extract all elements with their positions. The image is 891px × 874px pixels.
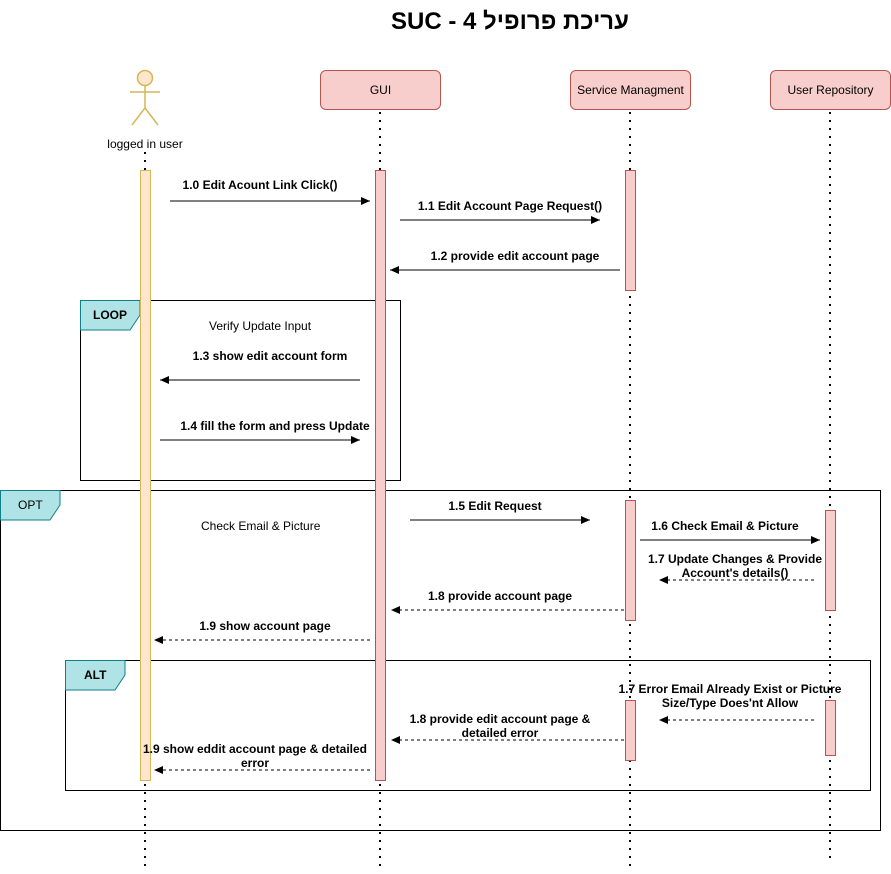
participant-repo: User Repository (770, 70, 891, 110)
message-1-0: 1.0 Edit Acount Link Click() (182, 178, 338, 192)
activation-service-1 (625, 170, 636, 291)
participant-service: Service Managment (570, 70, 691, 110)
activation-service-2 (625, 500, 636, 621)
message-1-8-error: 1.8 provide edit account page & detailed… (390, 712, 610, 740)
message-1-7-line1: 1.7 Update Changes & Provide (647, 552, 823, 566)
message-1-9-error-line1: 1.9 show eddit account page & detailed (142, 742, 368, 756)
participant-service-label: Service Managment (577, 83, 684, 97)
message-1-7-line2: Account's details() (681, 566, 789, 580)
message-1-2: 1.2 provide edit account page (430, 249, 600, 263)
activation-repo-2 (825, 700, 836, 756)
message-1-9-error: 1.9 show eddit account page & detailed e… (135, 742, 375, 770)
diagram-title: SUC - 4 עריכת פרופיל (391, 8, 629, 35)
message-1-1: 1.1 Edit Account Page Request() (417, 199, 603, 213)
opt-frame (0, 490, 881, 831)
message-1-3: 1.3 show edit account form (192, 349, 348, 363)
actor-icon (130, 69, 160, 126)
loop-frame-note: Verify Update Input (209, 319, 312, 333)
message-1-7-error-line2: Size/Type Does'nt Allow (661, 696, 799, 710)
participant-gui-label: GUI (369, 83, 392, 97)
message-1-4: 1.4 fill the form and press Update (180, 419, 370, 433)
message-1-8-error-line1: 1.8 provide edit account page & (409, 712, 591, 726)
message-1-9-error-line2: error (240, 756, 269, 770)
message-1-6: 1.6 Check Email & Picture (651, 519, 799, 533)
participant-gui: GUI (320, 70, 441, 110)
loop-frame-tag: LOOP (93, 308, 128, 322)
opt-frame-note: Check Email & Picture (201, 519, 321, 533)
activation-repo-1 (825, 510, 836, 611)
message-1-5: 1.5 Edit Request (448, 499, 542, 513)
message-1-7-error-line1: 1.7 Error Email Already Exist or Picture (618, 682, 842, 696)
activation-service-3 (625, 700, 636, 761)
message-1-9: 1.9 show account page (199, 619, 331, 633)
activation-gui (375, 170, 386, 781)
message-1-7: 1.7 Update Changes & Provide Account's d… (640, 552, 830, 580)
alt-frame (65, 660, 871, 791)
activation-actor (140, 170, 151, 781)
actor-label: logged in user (107, 137, 183, 151)
opt-frame-tag: OPT (18, 498, 43, 512)
message-1-8: 1.8 provide account page (427, 589, 573, 603)
message-1-8-error-line2: detailed error (461, 726, 539, 740)
loop-frame (80, 300, 401, 481)
alt-frame-tag: ALT (84, 668, 107, 682)
message-1-7-error: 1.7 Error Email Already Exist or Picture… (610, 682, 850, 710)
participant-repo-label: User Repository (787, 83, 874, 97)
